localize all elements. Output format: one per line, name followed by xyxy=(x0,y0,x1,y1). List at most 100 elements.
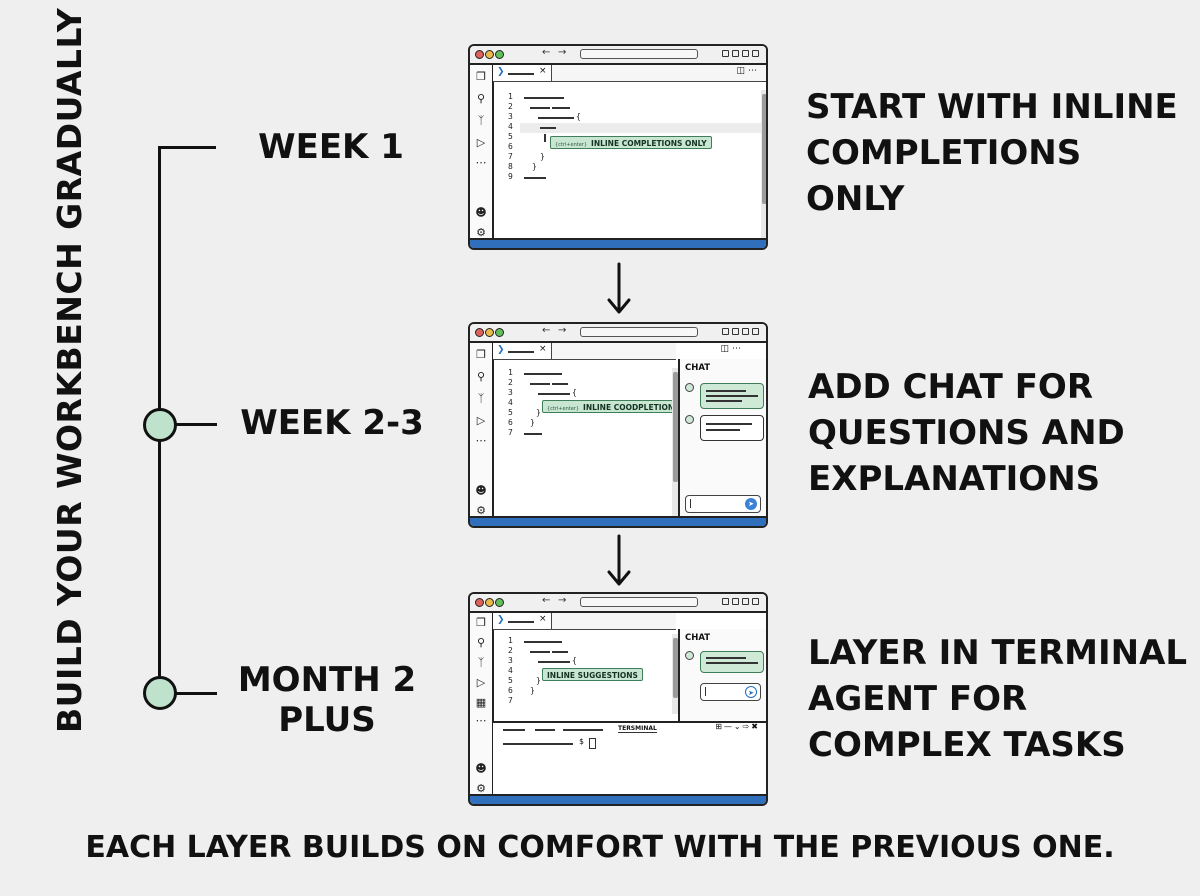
code-line xyxy=(552,107,570,109)
stage-label-line: PLUS xyxy=(278,700,376,740)
inline-suggestion[interactable]: {ctrl+enter}INLINE COODPLETIONS xyxy=(542,400,685,413)
code-brace: { xyxy=(572,656,577,665)
command-search-input[interactable] xyxy=(580,327,698,337)
more-icon[interactable]: ⋯ xyxy=(475,714,487,727)
layout-icon[interactable] xyxy=(752,598,759,605)
close-icon[interactable]: × xyxy=(539,344,547,354)
editor-scrollbar[interactable] xyxy=(672,368,679,518)
terminal-panel[interactable]: TERSMINAL ⊞—⌄⇨✖ $ xyxy=(493,721,766,796)
files-icon[interactable]: ❐ xyxy=(476,70,486,83)
chat-panel: CHAT ➤ xyxy=(678,359,766,518)
maximize-window-icon[interactable] xyxy=(495,50,504,59)
layout-icon[interactable] xyxy=(742,50,749,57)
more-icon[interactable]: ⋯ xyxy=(475,156,487,169)
run-debug-icon[interactable]: ▷ xyxy=(476,414,486,427)
maximize-window-icon[interactable] xyxy=(495,328,504,337)
close-window-icon[interactable] xyxy=(475,328,484,337)
account-icon[interactable]: ☻ xyxy=(475,206,487,219)
panel-tab-line xyxy=(563,729,603,731)
chat-input[interactable]: ➤ xyxy=(700,683,761,701)
layout-icon[interactable] xyxy=(742,598,749,605)
files-icon[interactable]: ❐ xyxy=(476,348,486,361)
run-debug-icon[interactable]: ▷ xyxy=(476,136,486,149)
timeline-dot-week2 xyxy=(143,408,177,442)
description-line: LAYER IN TERMINAL xyxy=(808,633,1188,673)
run-debug-icon[interactable]: ▷ xyxy=(476,676,486,689)
search-icon[interactable]: ⚲ xyxy=(476,370,486,383)
close-icon[interactable]: × xyxy=(539,66,547,76)
source-control-icon[interactable]: ᛉ xyxy=(477,392,485,405)
close-window-icon[interactable] xyxy=(475,50,484,59)
status-bar xyxy=(470,238,766,248)
chat-title: CHAT xyxy=(685,363,711,373)
line-number: 2 xyxy=(508,378,513,387)
maximize-window-icon[interactable] xyxy=(495,598,504,607)
layout-icon[interactable] xyxy=(722,50,729,57)
line-number: 3 xyxy=(508,112,513,121)
files-icon[interactable]: ❐ xyxy=(476,616,486,629)
scrollbar-thumb[interactable] xyxy=(673,638,678,698)
description-line: ADD CHAT FOR xyxy=(808,367,1094,407)
layout-icon[interactable] xyxy=(732,50,739,57)
editor-tab-bar: ❯ × xyxy=(493,343,676,360)
terminal-actions-icon[interactable]: ⊞—⌄⇨✖ xyxy=(715,722,760,731)
send-icon[interactable]: ➤ xyxy=(745,686,757,698)
chat-title: CHAT xyxy=(685,633,711,643)
gear-icon[interactable]: ⚙ xyxy=(476,226,486,239)
send-icon[interactable]: ➤ xyxy=(745,498,757,510)
editor-tab[interactable]: ❯ × xyxy=(493,65,552,81)
chat-input[interactable]: ➤ xyxy=(685,495,761,513)
more-icon[interactable]: ⋯ xyxy=(475,434,487,447)
close-icon[interactable]: × xyxy=(539,614,547,624)
scrollbar-thumb[interactable] xyxy=(762,94,766,204)
command-search-input[interactable] xyxy=(580,49,698,59)
account-icon[interactable]: ☻ xyxy=(475,484,487,497)
scrollbar-thumb[interactable] xyxy=(673,372,678,482)
layout-icon[interactable] xyxy=(732,328,739,335)
minimize-window-icon[interactable] xyxy=(485,50,494,59)
source-control-icon[interactable]: ᛉ xyxy=(477,656,485,669)
split-editor-icon[interactable]: ◫⋯ xyxy=(720,344,744,354)
layout-icon[interactable] xyxy=(722,328,729,335)
gear-icon[interactable]: ⚙ xyxy=(476,504,486,517)
source-control-icon[interactable]: ᛉ xyxy=(477,114,485,127)
editor-tab[interactable]: ❯ × xyxy=(493,613,552,629)
layout-icon[interactable] xyxy=(722,598,729,605)
extensions-icon[interactable]: ▦ xyxy=(475,696,487,709)
code-line xyxy=(524,177,546,179)
code-brace: } xyxy=(530,686,535,695)
split-editor-icon[interactable]: ◫⋯ xyxy=(736,66,760,76)
editor-tab-bar: ❯ × ◫⋯ xyxy=(493,65,766,82)
forward-icon[interactable]: → xyxy=(558,47,567,58)
layout-icon[interactable] xyxy=(752,50,759,57)
inline-suggestion[interactable]: {ctrl+enter}INLINE COMPLETIONS ONLY xyxy=(550,136,712,149)
stage-label-line: WEEK 1 xyxy=(258,127,404,167)
search-icon[interactable]: ⚲ xyxy=(476,92,486,105)
layout-icon[interactable] xyxy=(742,328,749,335)
forward-icon[interactable]: → xyxy=(558,595,567,606)
editor-scrollbar[interactable] xyxy=(672,634,679,714)
editor-tab[interactable]: ❯ × xyxy=(493,343,552,359)
forward-icon[interactable]: → xyxy=(558,325,567,336)
layout-icon[interactable] xyxy=(752,328,759,335)
back-icon[interactable]: ← xyxy=(542,595,551,606)
message-line xyxy=(706,400,742,402)
message-line xyxy=(706,662,758,664)
terminal-tab[interactable]: TERSMINAL xyxy=(618,725,657,733)
gear-icon[interactable]: ⚙ xyxy=(476,782,486,795)
back-icon[interactable]: ← xyxy=(542,47,551,58)
search-icon[interactable]: ⚲ xyxy=(476,636,486,649)
minimize-window-icon[interactable] xyxy=(485,598,494,607)
code-brace: } xyxy=(530,418,535,427)
code-line xyxy=(538,117,574,119)
back-icon[interactable]: ← xyxy=(542,325,551,336)
minimize-window-icon[interactable] xyxy=(485,328,494,337)
layout-icon[interactable] xyxy=(732,598,739,605)
account-icon[interactable]: ☻ xyxy=(475,762,487,775)
stage-description-month2: LAYER IN TERMINAL AGENT FOR COMPLEX TASK… xyxy=(808,630,1187,768)
command-search-input[interactable] xyxy=(580,597,698,607)
editor-scrollbar[interactable] xyxy=(761,90,766,240)
side-title: BUILD YOUR WORKBENCH GRADUALLY xyxy=(50,7,89,733)
close-window-icon[interactable] xyxy=(475,598,484,607)
inline-suggestion[interactable]: INLINE SUGGESTIONS xyxy=(542,668,643,681)
